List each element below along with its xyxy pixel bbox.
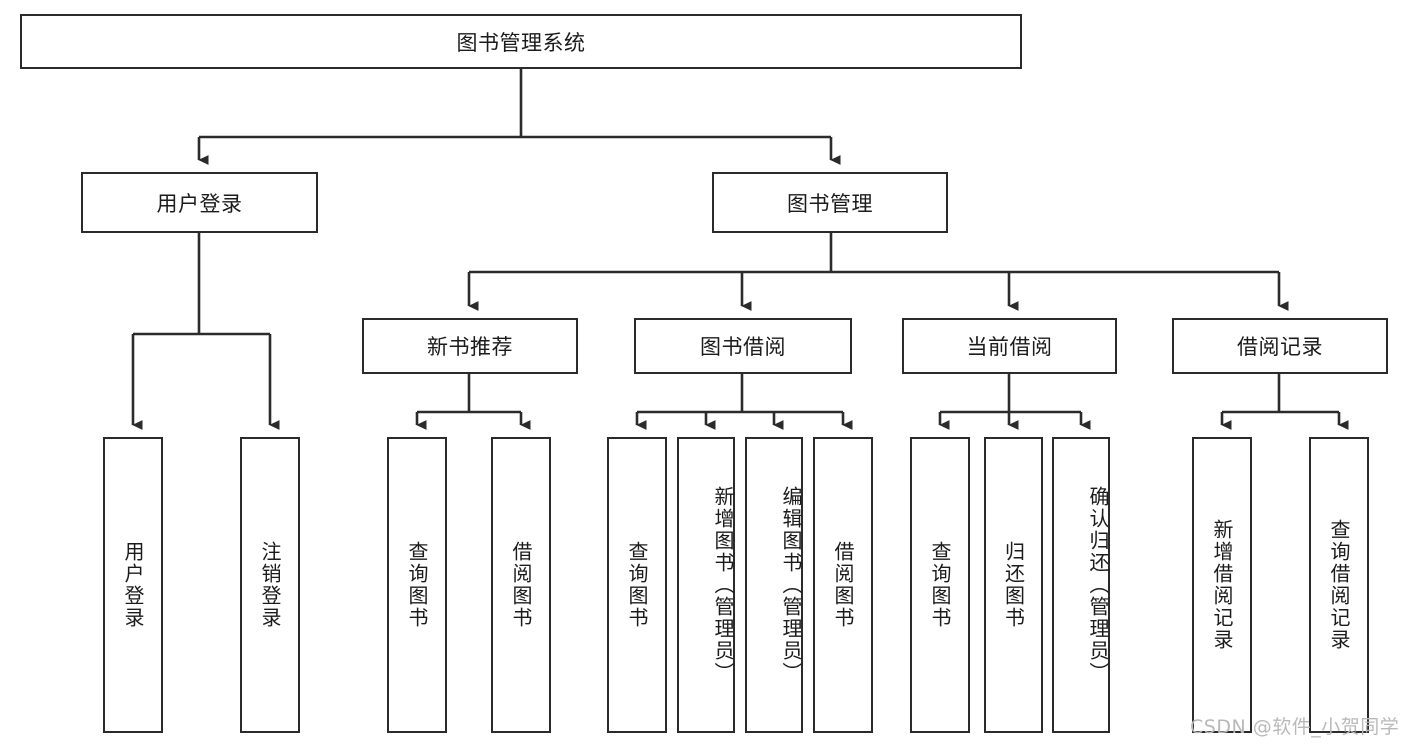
watermark-text: CSDN @软件_小贺同学 bbox=[1190, 716, 1400, 738]
leaf-user-login-login[interactable]: 用户登录 bbox=[103, 437, 163, 733]
node-book-management[interactable]: 图书管理 bbox=[712, 172, 948, 233]
node-label: 新增借阅记录 bbox=[1210, 519, 1234, 651]
node-label: 图书管理 bbox=[787, 191, 873, 216]
node-label: 编辑图书（管理员） bbox=[779, 486, 803, 684]
leaf-borrow-edit-book-admin[interactable]: 编辑图书（管理员） bbox=[745, 437, 803, 733]
node-label: 当前借阅 bbox=[966, 335, 1053, 359]
leaf-records-query-record[interactable]: 查询借阅记录 bbox=[1309, 437, 1369, 733]
leaf-recommend-borrow-book[interactable]: 借阅图书 bbox=[491, 437, 551, 733]
leaf-borrow-borrow-book[interactable]: 借阅图书 bbox=[813, 437, 873, 733]
node-label: 注销登录 bbox=[258, 541, 282, 629]
node-label: 新增图书（管理员） bbox=[711, 486, 735, 684]
node-user-login[interactable]: 用户登录 bbox=[81, 172, 318, 233]
leaf-current-query-book[interactable]: 查询图书 bbox=[910, 437, 970, 733]
node-new-book-recommend[interactable]: 新书推荐 bbox=[362, 318, 578, 374]
node-book-borrow[interactable]: 图书借阅 bbox=[634, 318, 852, 374]
node-label: 查询图书 bbox=[405, 541, 429, 629]
node-label: 确认归还（管理员） bbox=[1086, 486, 1110, 684]
node-label: 图书管理系统 bbox=[456, 30, 586, 55]
node-label: 归还图书 bbox=[1001, 541, 1026, 629]
node-borrow-records[interactable]: 借阅记录 bbox=[1172, 318, 1388, 374]
node-label: 借阅记录 bbox=[1237, 335, 1323, 359]
node-label: 用户登录 bbox=[121, 541, 145, 629]
leaf-records-add-record[interactable]: 新增借阅记录 bbox=[1192, 437, 1252, 733]
leaf-borrow-query-book[interactable]: 查询图书 bbox=[607, 437, 667, 733]
leaf-borrow-add-book-admin[interactable]: 新增图书（管理员） bbox=[677, 437, 735, 733]
leaf-current-return-book[interactable]: 归还图书 bbox=[984, 437, 1043, 733]
leaf-current-confirm-return-admin[interactable]: 确认归还（管理员） bbox=[1052, 437, 1110, 733]
node-label: 查询图书 bbox=[625, 541, 649, 629]
node-label: 借阅图书 bbox=[831, 541, 855, 629]
leaf-recommend-query-book[interactable]: 查询图书 bbox=[387, 437, 447, 733]
node-label: 用户登录 bbox=[156, 191, 243, 216]
node-root-system[interactable]: 图书管理系统 bbox=[20, 14, 1022, 69]
node-label: 新书推荐 bbox=[427, 335, 513, 359]
node-label: 查询图书 bbox=[928, 541, 952, 629]
node-label: 图书借阅 bbox=[700, 335, 786, 359]
node-label: 借阅图书 bbox=[509, 541, 533, 629]
leaf-user-login-logout[interactable]: 注销登录 bbox=[240, 437, 300, 733]
node-label: 查询借阅记录 bbox=[1327, 519, 1351, 651]
node-current-borrow[interactable]: 当前借阅 bbox=[902, 318, 1117, 374]
